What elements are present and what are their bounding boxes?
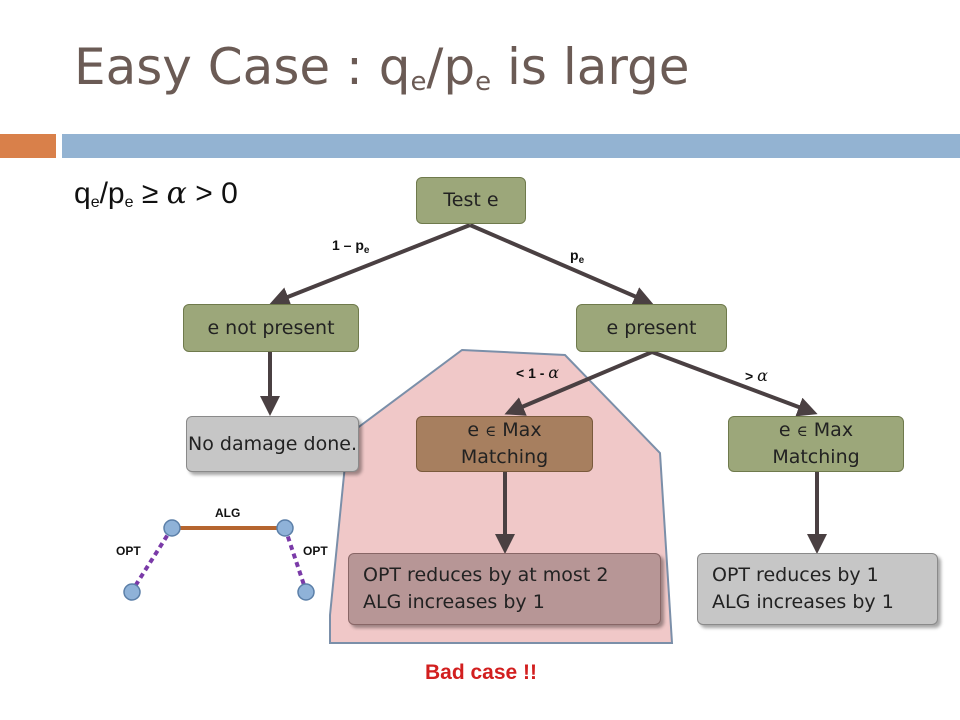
edge-root-to-present bbox=[469, 223, 654, 306]
mini-vertex bbox=[123, 583, 141, 601]
node-e-not-present: e not present bbox=[183, 304, 359, 352]
mini-opt-edge-left bbox=[130, 526, 174, 593]
edge-label-greater-than-alpha: > α bbox=[745, 366, 768, 385]
edge-present-to-left-matching bbox=[504, 350, 653, 416]
node-test-e: Test e bbox=[416, 177, 526, 224]
mini-opt-edge-right bbox=[283, 527, 308, 592]
node-max-matching-left: e ∈ Max Matching bbox=[416, 416, 593, 472]
mini-vertex bbox=[276, 519, 294, 537]
mini-label-alg: ALG bbox=[215, 506, 241, 520]
edge-label-pe: pe bbox=[570, 247, 585, 266]
title-underline-bar bbox=[62, 134, 960, 158]
slide-title: Easy Case : qe/pe is large bbox=[74, 38, 690, 97]
node-max-matching-right: e ∈ Max Matching bbox=[728, 416, 904, 472]
mini-vertex bbox=[163, 519, 181, 537]
mini-label-opt-right: OPT bbox=[303, 544, 328, 558]
node-no-damage: No damage done. bbox=[186, 416, 359, 472]
edge-label-one-minus-pe: 1 – pe bbox=[332, 237, 370, 256]
edge-label-less-than-one-minus-alpha: < 1 - α bbox=[516, 363, 560, 382]
bad-case-label: Bad case !! bbox=[425, 661, 538, 684]
condition-formula: qe/pe ≥ α > 0 bbox=[74, 176, 238, 211]
mini-vertex bbox=[297, 583, 315, 601]
accent-bar bbox=[0, 134, 56, 158]
edge-present-to-right-matching bbox=[651, 350, 818, 417]
mini-label-opt-left: OPT bbox=[116, 544, 141, 558]
node-e-present: e present bbox=[576, 304, 727, 352]
edge-root-to-not-present bbox=[269, 223, 471, 307]
